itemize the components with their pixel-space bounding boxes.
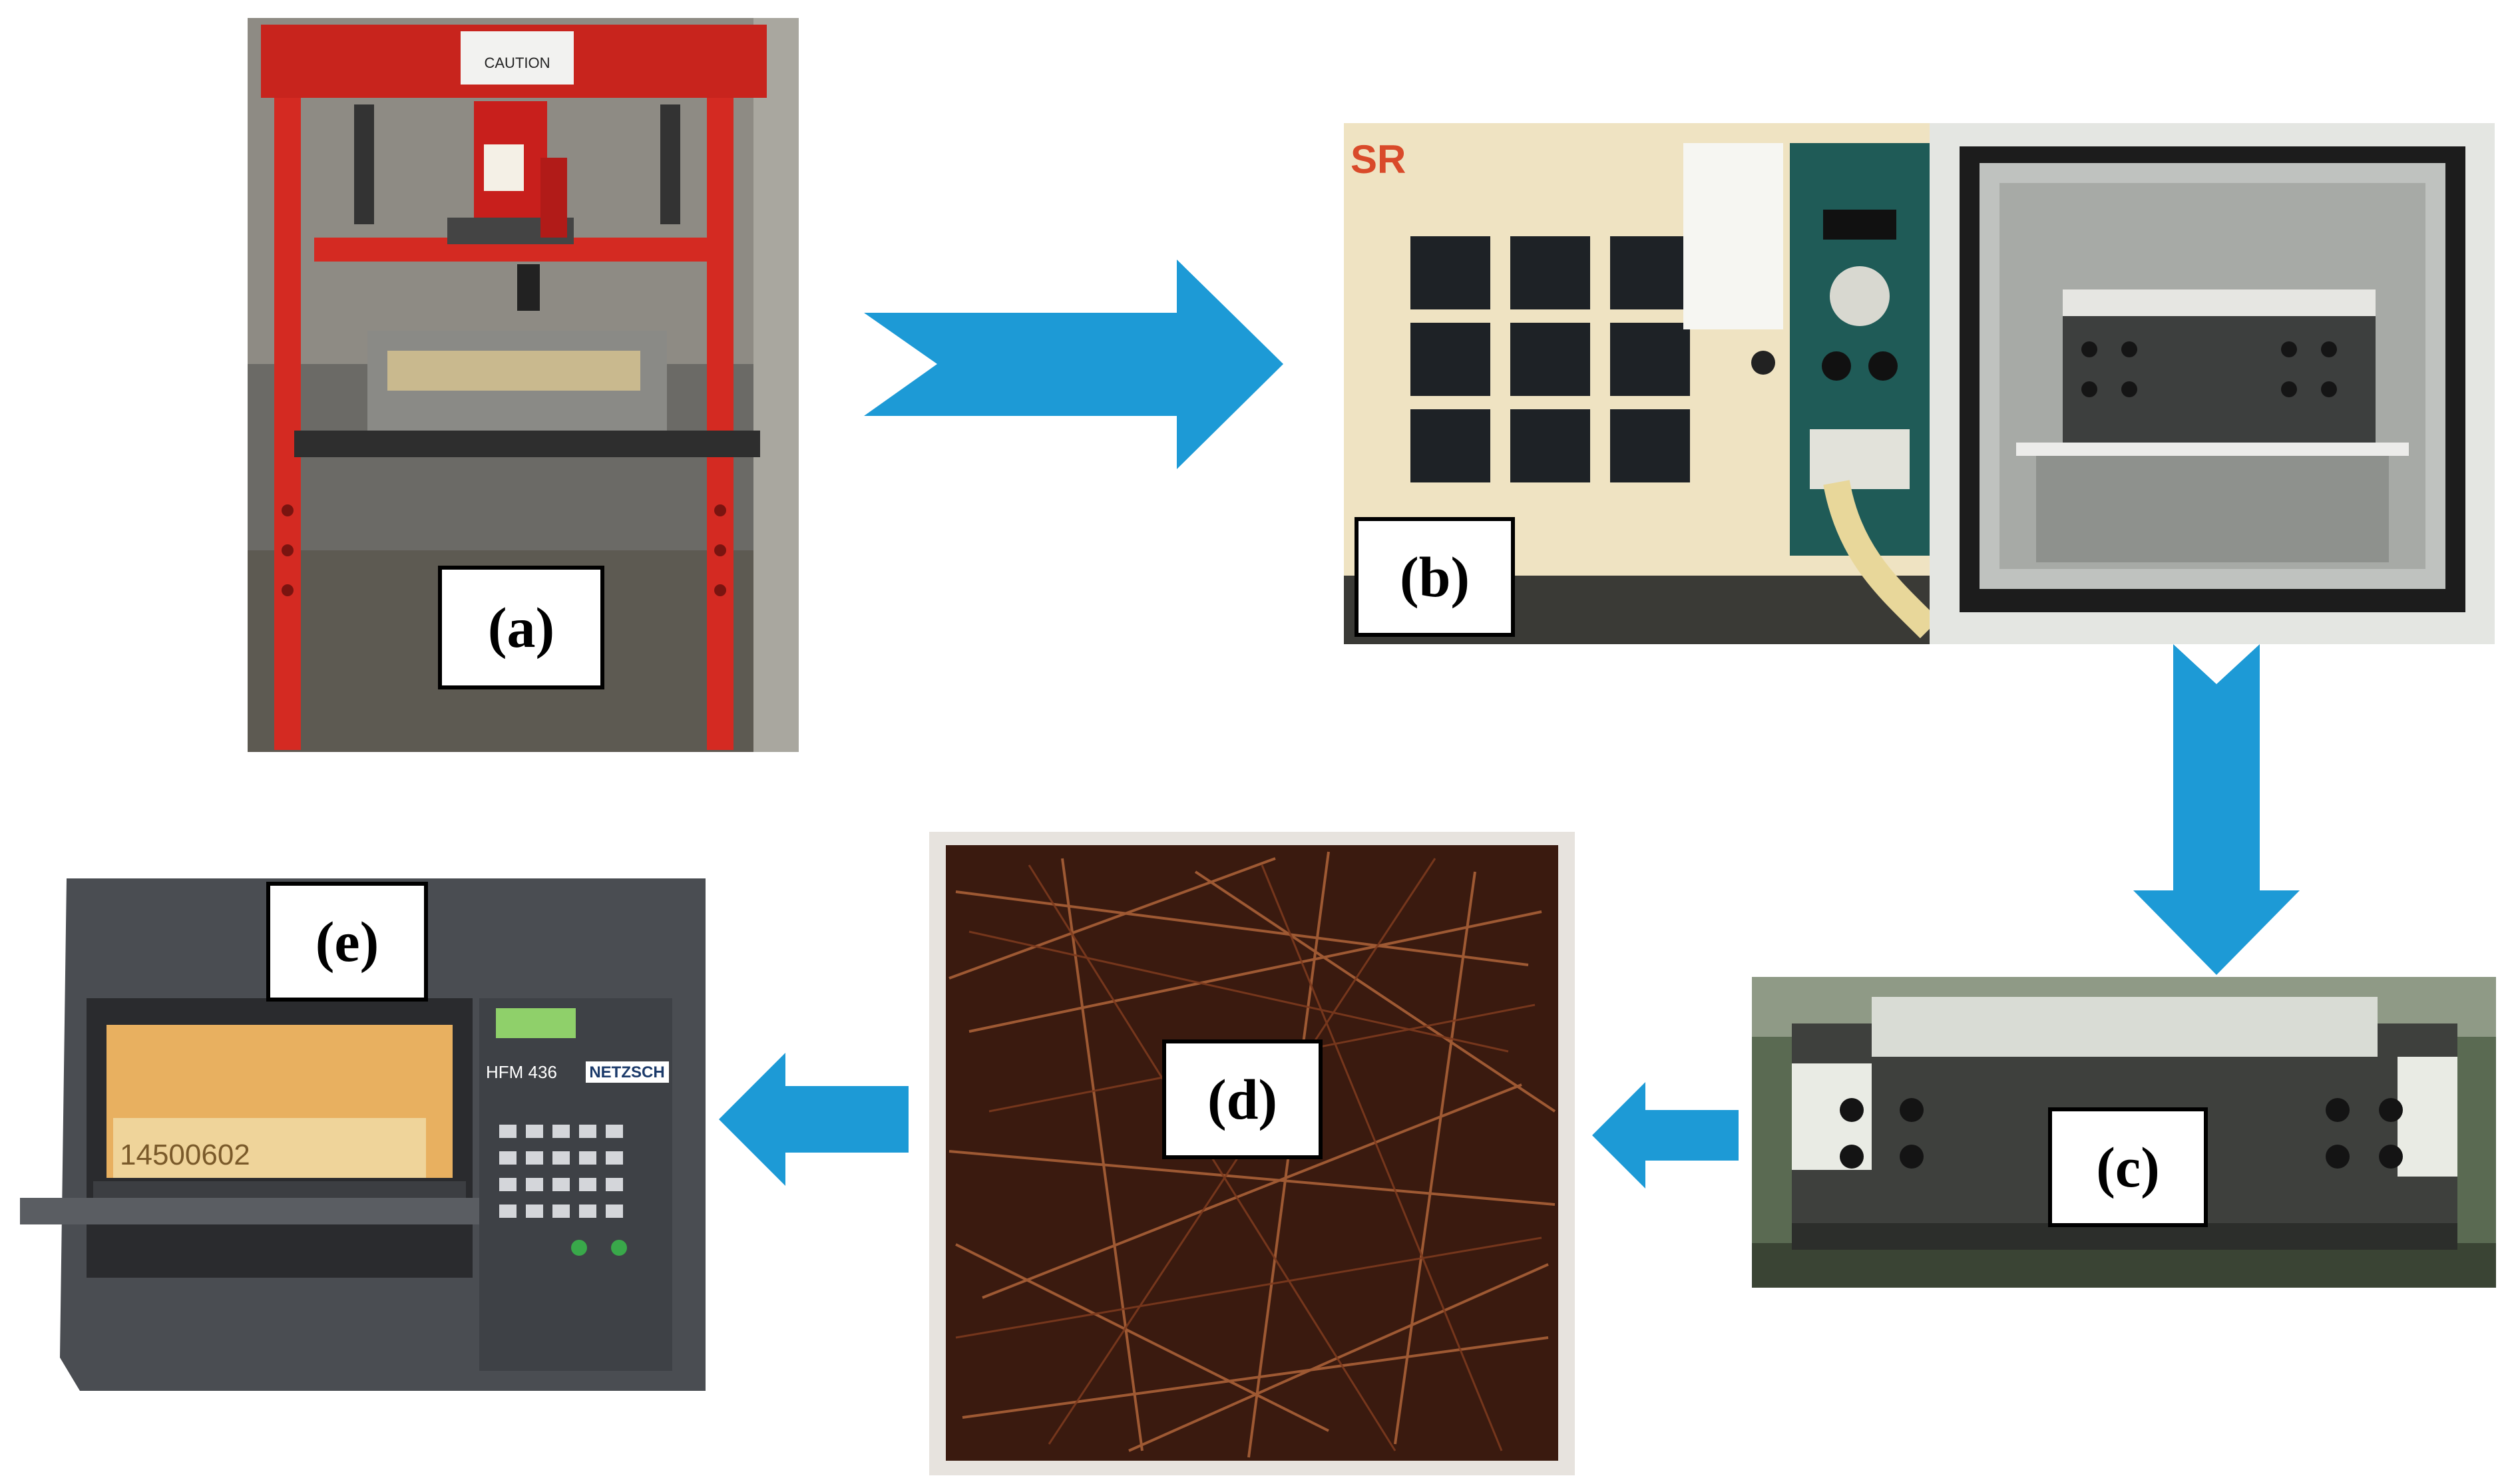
arrow-c-to-d-shape <box>1592 1082 1739 1189</box>
arrow-b-to-c <box>2133 644 2300 975</box>
press-caution-sign: CAUTION <box>485 55 550 71</box>
photo-sample-basket <box>1752 977 2496 1288</box>
arrow-c-to-d <box>1592 1082 1739 1189</box>
label-e: (e) <box>266 882 428 1002</box>
label-a-text: (a) <box>487 596 555 659</box>
label-a: (a) <box>438 566 604 689</box>
label-c: (c) <box>2048 1107 2208 1227</box>
model-label: HFM 436 <box>486 1062 557 1082</box>
sample-code: 14500602 <box>120 1139 250 1171</box>
label-d: (d) <box>1162 1039 1323 1159</box>
label-b-text: (b) <box>1399 545 1470 609</box>
label-c-text: (c) <box>2096 1135 2160 1199</box>
label-d-text: (d) <box>1207 1067 1278 1131</box>
brand-label: NETZSCH <box>589 1063 664 1081</box>
arrow-d-to-e-shape <box>719 1053 909 1186</box>
photo-hydraulic-press: CAUTION <box>248 18 799 752</box>
label-b: (b) <box>1355 517 1515 637</box>
arrow-a-to-b-shape <box>864 260 1283 469</box>
label-e-text: (e) <box>315 910 379 974</box>
photo-drying-oven: SR <box>1344 123 2495 644</box>
oven-brand: SR <box>1351 137 1406 182</box>
arrow-d-to-e <box>719 1053 909 1186</box>
arrow-a-to-b <box>864 260 1283 469</box>
arrow-b-to-c-shape <box>2133 644 2300 975</box>
